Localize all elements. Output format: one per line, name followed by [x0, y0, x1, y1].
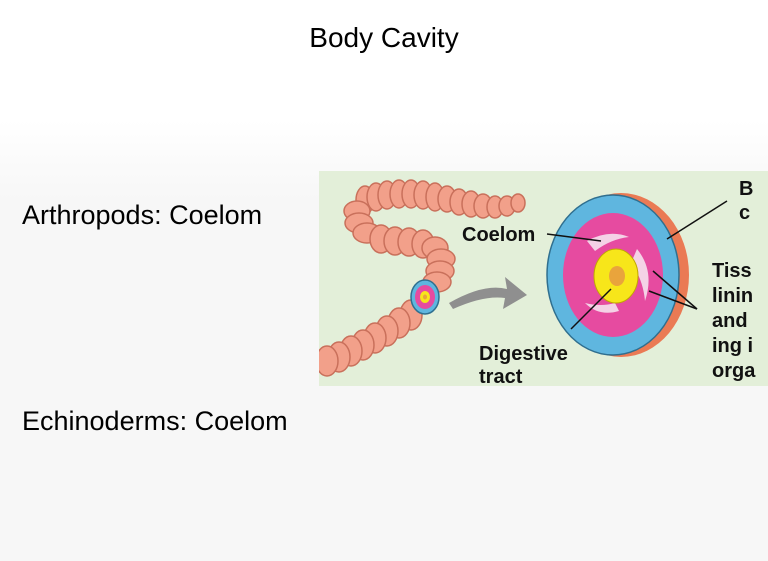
small-cross-section: [410, 279, 440, 315]
tissue-label-line2: linin: [712, 285, 753, 307]
bullet-arthropods: Arthropods: Coelom: [22, 200, 263, 230]
coelom-diagram: Coelom Digestive tract B c Tiss linin an…: [319, 171, 768, 386]
tissue-label-line1: Tiss: [712, 260, 752, 282]
body-wall-label-line1: B: [739, 178, 753, 200]
earthworm-illustration: [319, 179, 526, 377]
digestive-tract-label-line1: Digestive: [479, 343, 568, 365]
coelom-label: Coelom: [462, 224, 535, 246]
slide-title: Body Cavity: [309, 22, 459, 53]
body-wall-label-line2: c: [739, 202, 750, 224]
bullet-echinoderms: Echinoderms: Coelom: [22, 406, 288, 436]
tissue-label-line4: ing i: [712, 335, 753, 357]
figure-background: [319, 171, 768, 386]
large-cross-section: [546, 193, 689, 357]
arrow-icon: [449, 277, 527, 309]
tissue-label-line3: and: [712, 310, 748, 332]
digestive-tract-label-line2: tract: [479, 366, 523, 386]
leader-lines: [546, 200, 728, 330]
coelom-figure: Coelom Digestive tract B c Tiss linin an…: [319, 171, 768, 386]
tissue-label-line5: orga: [712, 360, 756, 382]
